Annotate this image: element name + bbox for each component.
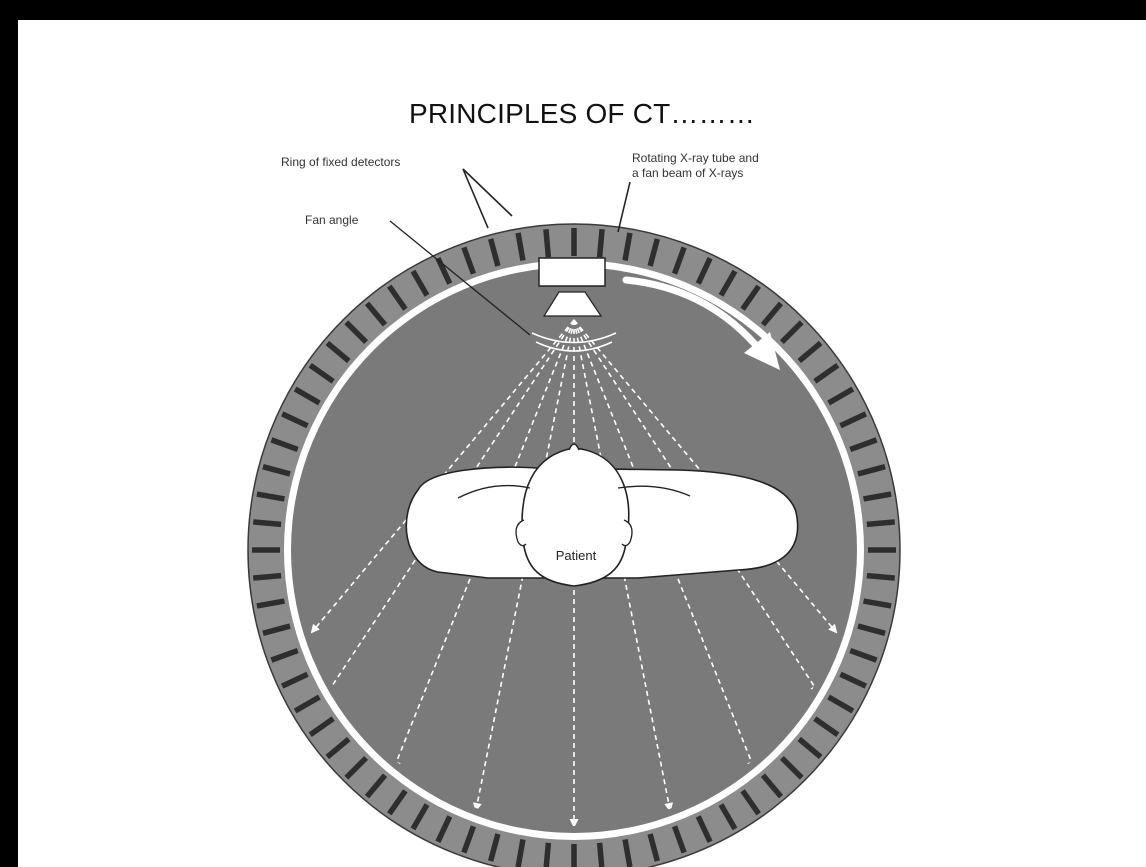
detector-element [600,229,602,257]
ring-detectors-pointer-1 [463,169,488,228]
detector-element [253,576,281,578]
ct-scanner-diagram: Patient Ring of fixed detectors Rotating… [18,20,1146,867]
xray-tube-pointer [618,182,630,232]
ring-detectors-label: Ring of fixed detectors [281,155,400,169]
ring-detectors-pointer-2 [463,169,512,216]
patient-label: Patient [556,548,597,563]
detector-element [546,229,548,257]
fan-angle-label: Fan angle [305,213,359,227]
detector-element [546,843,548,867]
detector-element [867,576,895,578]
xray-tube-label-line2: a fan beam of X-rays [632,166,743,180]
detector-element [253,522,281,524]
xray-tube-label-line1: Rotating X-ray tube and [632,151,759,165]
xray-tube [539,258,605,286]
detector-element [867,522,895,524]
patient-head [522,448,629,586]
slide: PRINCIPLES OF CT……… Patient [18,20,1146,867]
detector-element [600,843,602,867]
